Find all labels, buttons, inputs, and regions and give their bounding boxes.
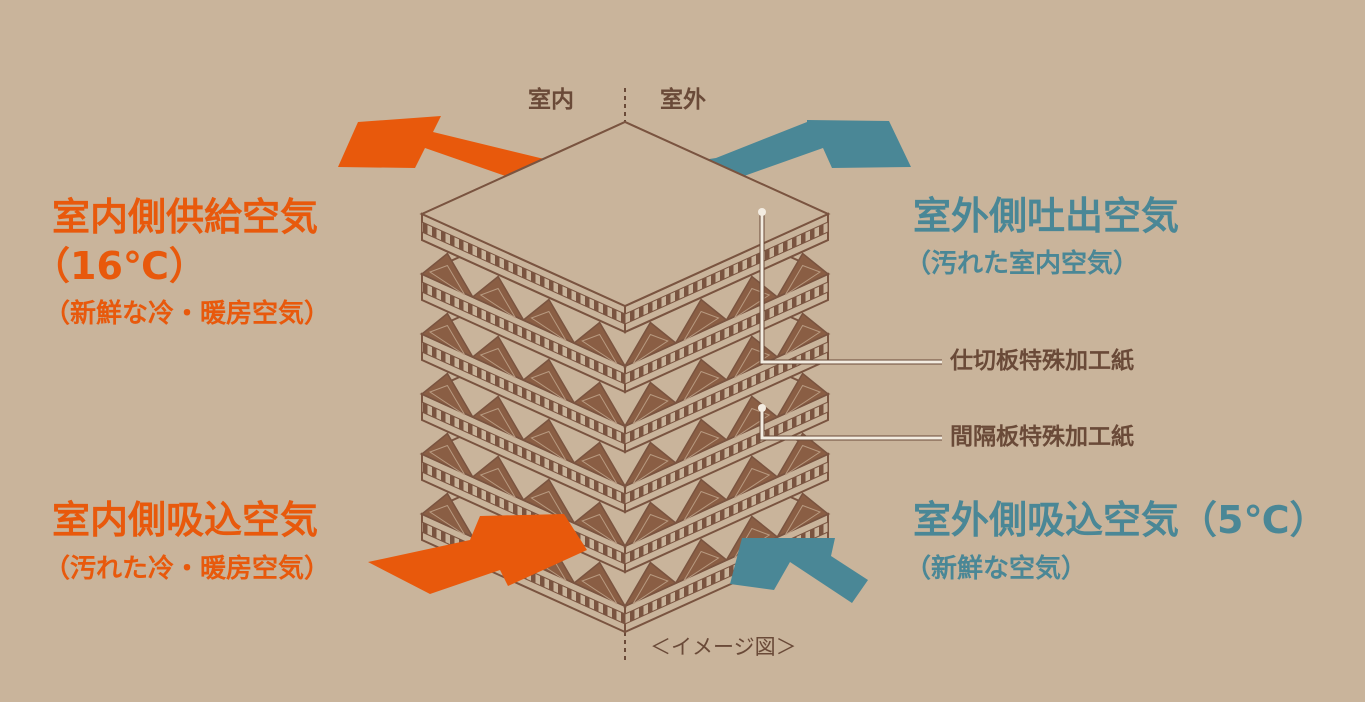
corrugation-flute-inner: [683, 490, 720, 522]
corrugation-flute-inner: [632, 333, 669, 365]
corrugation-flute-inner: [581, 393, 618, 425]
corrugation-flute-inner: [784, 444, 822, 476]
corrugation-flute-inner: [581, 453, 618, 485]
plate-right-edge-texture: [624, 341, 829, 445]
corrugation-flute-inner: [479, 287, 516, 319]
indoor-supply-title: 室内側供給空気: [52, 195, 319, 239]
outdoor-intake-arrow: [730, 538, 868, 603]
corrugation-flute-inner: [530, 370, 567, 402]
partition-callout-line: [758, 208, 942, 365]
corrugation-flute-inner: [428, 384, 466, 416]
corrugation-flute-inner: [479, 407, 516, 439]
corrugation-flute-inner: [530, 490, 567, 522]
corrugation-flute-inner: [581, 333, 618, 365]
indoor-intake-title: 室内側吸込空気: [52, 498, 319, 542]
outdoor-exhaust-title: 室外側吐出空気: [913, 194, 1180, 238]
corrugation-flute-inner: [784, 264, 822, 296]
spacer-paper-label: 間隔板特殊加工紙: [950, 424, 1134, 450]
plate-top-face: [419, 120, 831, 308]
outdoor-intake-desc: （新鮮な空気）: [905, 554, 1088, 584]
corrugation-flute-inner: [581, 573, 618, 605]
corrugation-flute-inner: [479, 467, 516, 499]
corrugation-flute-inner: [428, 504, 466, 536]
corrugation-flute-inner: [428, 444, 466, 476]
corrugation-flute-inner: [530, 430, 567, 462]
image-caption: ＜イメージ図＞: [650, 635, 797, 659]
indoor-intake-desc: （汚れた冷・暖房空気）: [44, 554, 331, 584]
corrugation-flute-inner: [683, 370, 720, 402]
corrugation-flute-inner: [734, 467, 771, 499]
corrugation-flute-inner: [632, 453, 669, 485]
spacer-callout-line: [758, 404, 942, 441]
indoor-supply-desc: （新鮮な冷・暖房空気）: [44, 299, 331, 329]
outdoor-header: 室外: [660, 87, 706, 113]
corrugation-flute-inner: [428, 324, 466, 356]
corrugation-flute-inner: [428, 264, 466, 296]
corrugation-flute-inner: [683, 550, 720, 582]
corrugation-flute-inner: [784, 384, 822, 416]
corrugation-flute-inner: [683, 310, 720, 342]
indoor-header: 室内: [528, 87, 574, 113]
corrugation-flute-inner: [479, 347, 516, 379]
corrugation-flute-inner: [784, 504, 822, 536]
corrugation-flute-inner: [632, 393, 669, 425]
corrugation-flute-inner: [683, 430, 720, 462]
corrugation-flute-inner: [632, 573, 669, 605]
corrugation-flute-inner: [632, 513, 669, 545]
indoor-supply-temp: （16℃）: [32, 244, 207, 288]
outdoor-exhaust-desc: （汚れた室内空気）: [905, 249, 1140, 279]
outdoor-intake-title: 室外側吸込空気（5℃）: [913, 498, 1328, 542]
corrugation-flute-inner: [784, 324, 822, 356]
indoor-intake-arrow: [368, 514, 587, 594]
plate-right-edge-texture: [624, 461, 829, 565]
corrugation-flute-inner: [530, 310, 567, 342]
partition-paper-label: 仕切板特殊加工紙: [950, 348, 1134, 374]
corrugation-flute-inner: [581, 513, 618, 545]
